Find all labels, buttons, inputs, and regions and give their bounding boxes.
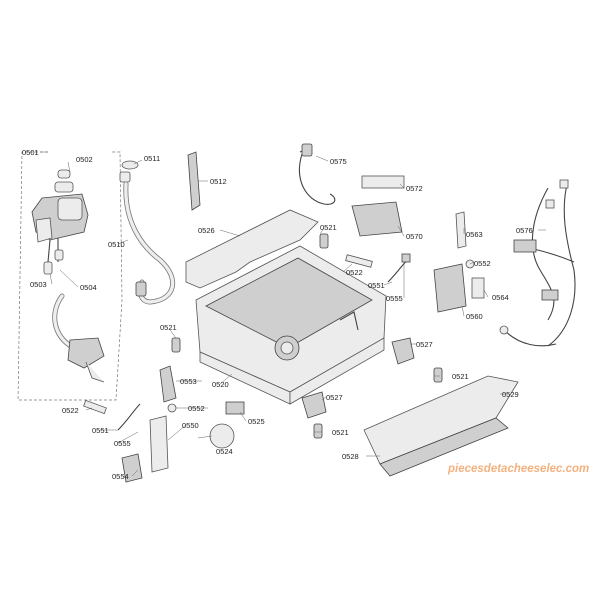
label-0564: 0564	[492, 293, 509, 302]
door-strip-0528	[379, 417, 509, 477]
plug-0575	[301, 143, 313, 157]
label-0527-mid: 0527	[326, 393, 343, 402]
watermark-text: piecesdetacheeselec.com	[447, 463, 589, 475]
label-0501: 0501	[22, 148, 39, 157]
label-0551-right: 0551	[368, 281, 385, 290]
label-0502: 0502	[76, 155, 93, 164]
label-0552-right: 0552	[474, 259, 491, 268]
label-0527-right: 0527	[416, 340, 433, 349]
leader-lines	[40, 151, 546, 477]
bracket-0525	[225, 401, 245, 415]
label-0551-left: 0551	[92, 426, 109, 435]
hinge-plate-0550	[149, 415, 169, 473]
foot-0521-a	[171, 337, 181, 353]
hinge-plate-0560	[433, 263, 467, 313]
label-0522-left: 0522	[62, 406, 79, 415]
spring-0522-left	[83, 399, 107, 415]
label-0576: 0576	[516, 226, 533, 235]
label-0521-d: 0521	[332, 428, 349, 437]
hinge-lever-0553	[159, 365, 177, 403]
label-0575: 0575	[330, 157, 347, 166]
foot-0521-b	[319, 233, 329, 249]
label-0570: 0570	[406, 232, 423, 241]
hinge-lever-0563	[455, 211, 467, 249]
label-0521-b: 0521	[320, 223, 337, 232]
label-0525: 0525	[248, 417, 265, 426]
label-0504: 0504	[80, 283, 97, 292]
hinge-foot-0554	[121, 453, 143, 483]
label-0560: 0560	[466, 312, 483, 321]
hose-clamp	[121, 160, 139, 170]
cable-0551-left	[117, 403, 141, 431]
base-cover	[185, 209, 319, 289]
label-0572: 0572	[406, 184, 423, 193]
label-0521-a: 0521	[160, 323, 177, 332]
label-0520: 0520	[212, 380, 229, 389]
wiring-harness	[499, 179, 576, 347]
disc-0524	[209, 423, 235, 449]
hinge-block-0527-mid	[301, 391, 327, 419]
panel-0572	[361, 175, 405, 189]
label-0550: 0550	[182, 421, 199, 430]
foot-0521-c	[433, 367, 443, 383]
label-0555-left: 0555	[114, 439, 131, 448]
label-0555-right: 0555	[386, 294, 403, 303]
label-0521-c: 0521	[452, 372, 469, 381]
label-0528: 0528	[342, 452, 359, 461]
label-0554: 0554	[112, 472, 129, 481]
label-0512: 0512	[210, 177, 227, 186]
part-labels: 0501 0502 0503 0504 0510 0511 0512 0526 …	[22, 148, 533, 481]
label-0526: 0526	[198, 226, 215, 235]
door-trim-0529	[363, 375, 519, 465]
hose-bracket	[187, 151, 201, 211]
label-0563: 0563	[466, 230, 483, 239]
sensor-set-right	[345, 253, 411, 283]
label-0553: 0553	[180, 377, 197, 386]
spring-0552-left	[167, 403, 177, 413]
label-0503: 0503	[30, 280, 47, 289]
hinge-block-0527-right	[391, 337, 415, 365]
label-0522-right: 0522	[346, 268, 363, 277]
label-0524: 0524	[216, 447, 233, 456]
label-0529: 0529	[502, 390, 519, 399]
label-0552-left: 0552	[188, 404, 205, 413]
inlet-valve-assembly	[17, 151, 123, 401]
base-tub	[195, 245, 387, 405]
foot-0521-d	[313, 423, 323, 439]
label-0511: 0511	[144, 154, 160, 163]
connector-0564	[471, 277, 485, 299]
housing-0570	[351, 201, 403, 237]
drain-hose	[119, 171, 176, 305]
label-0510: 0510	[108, 240, 125, 249]
